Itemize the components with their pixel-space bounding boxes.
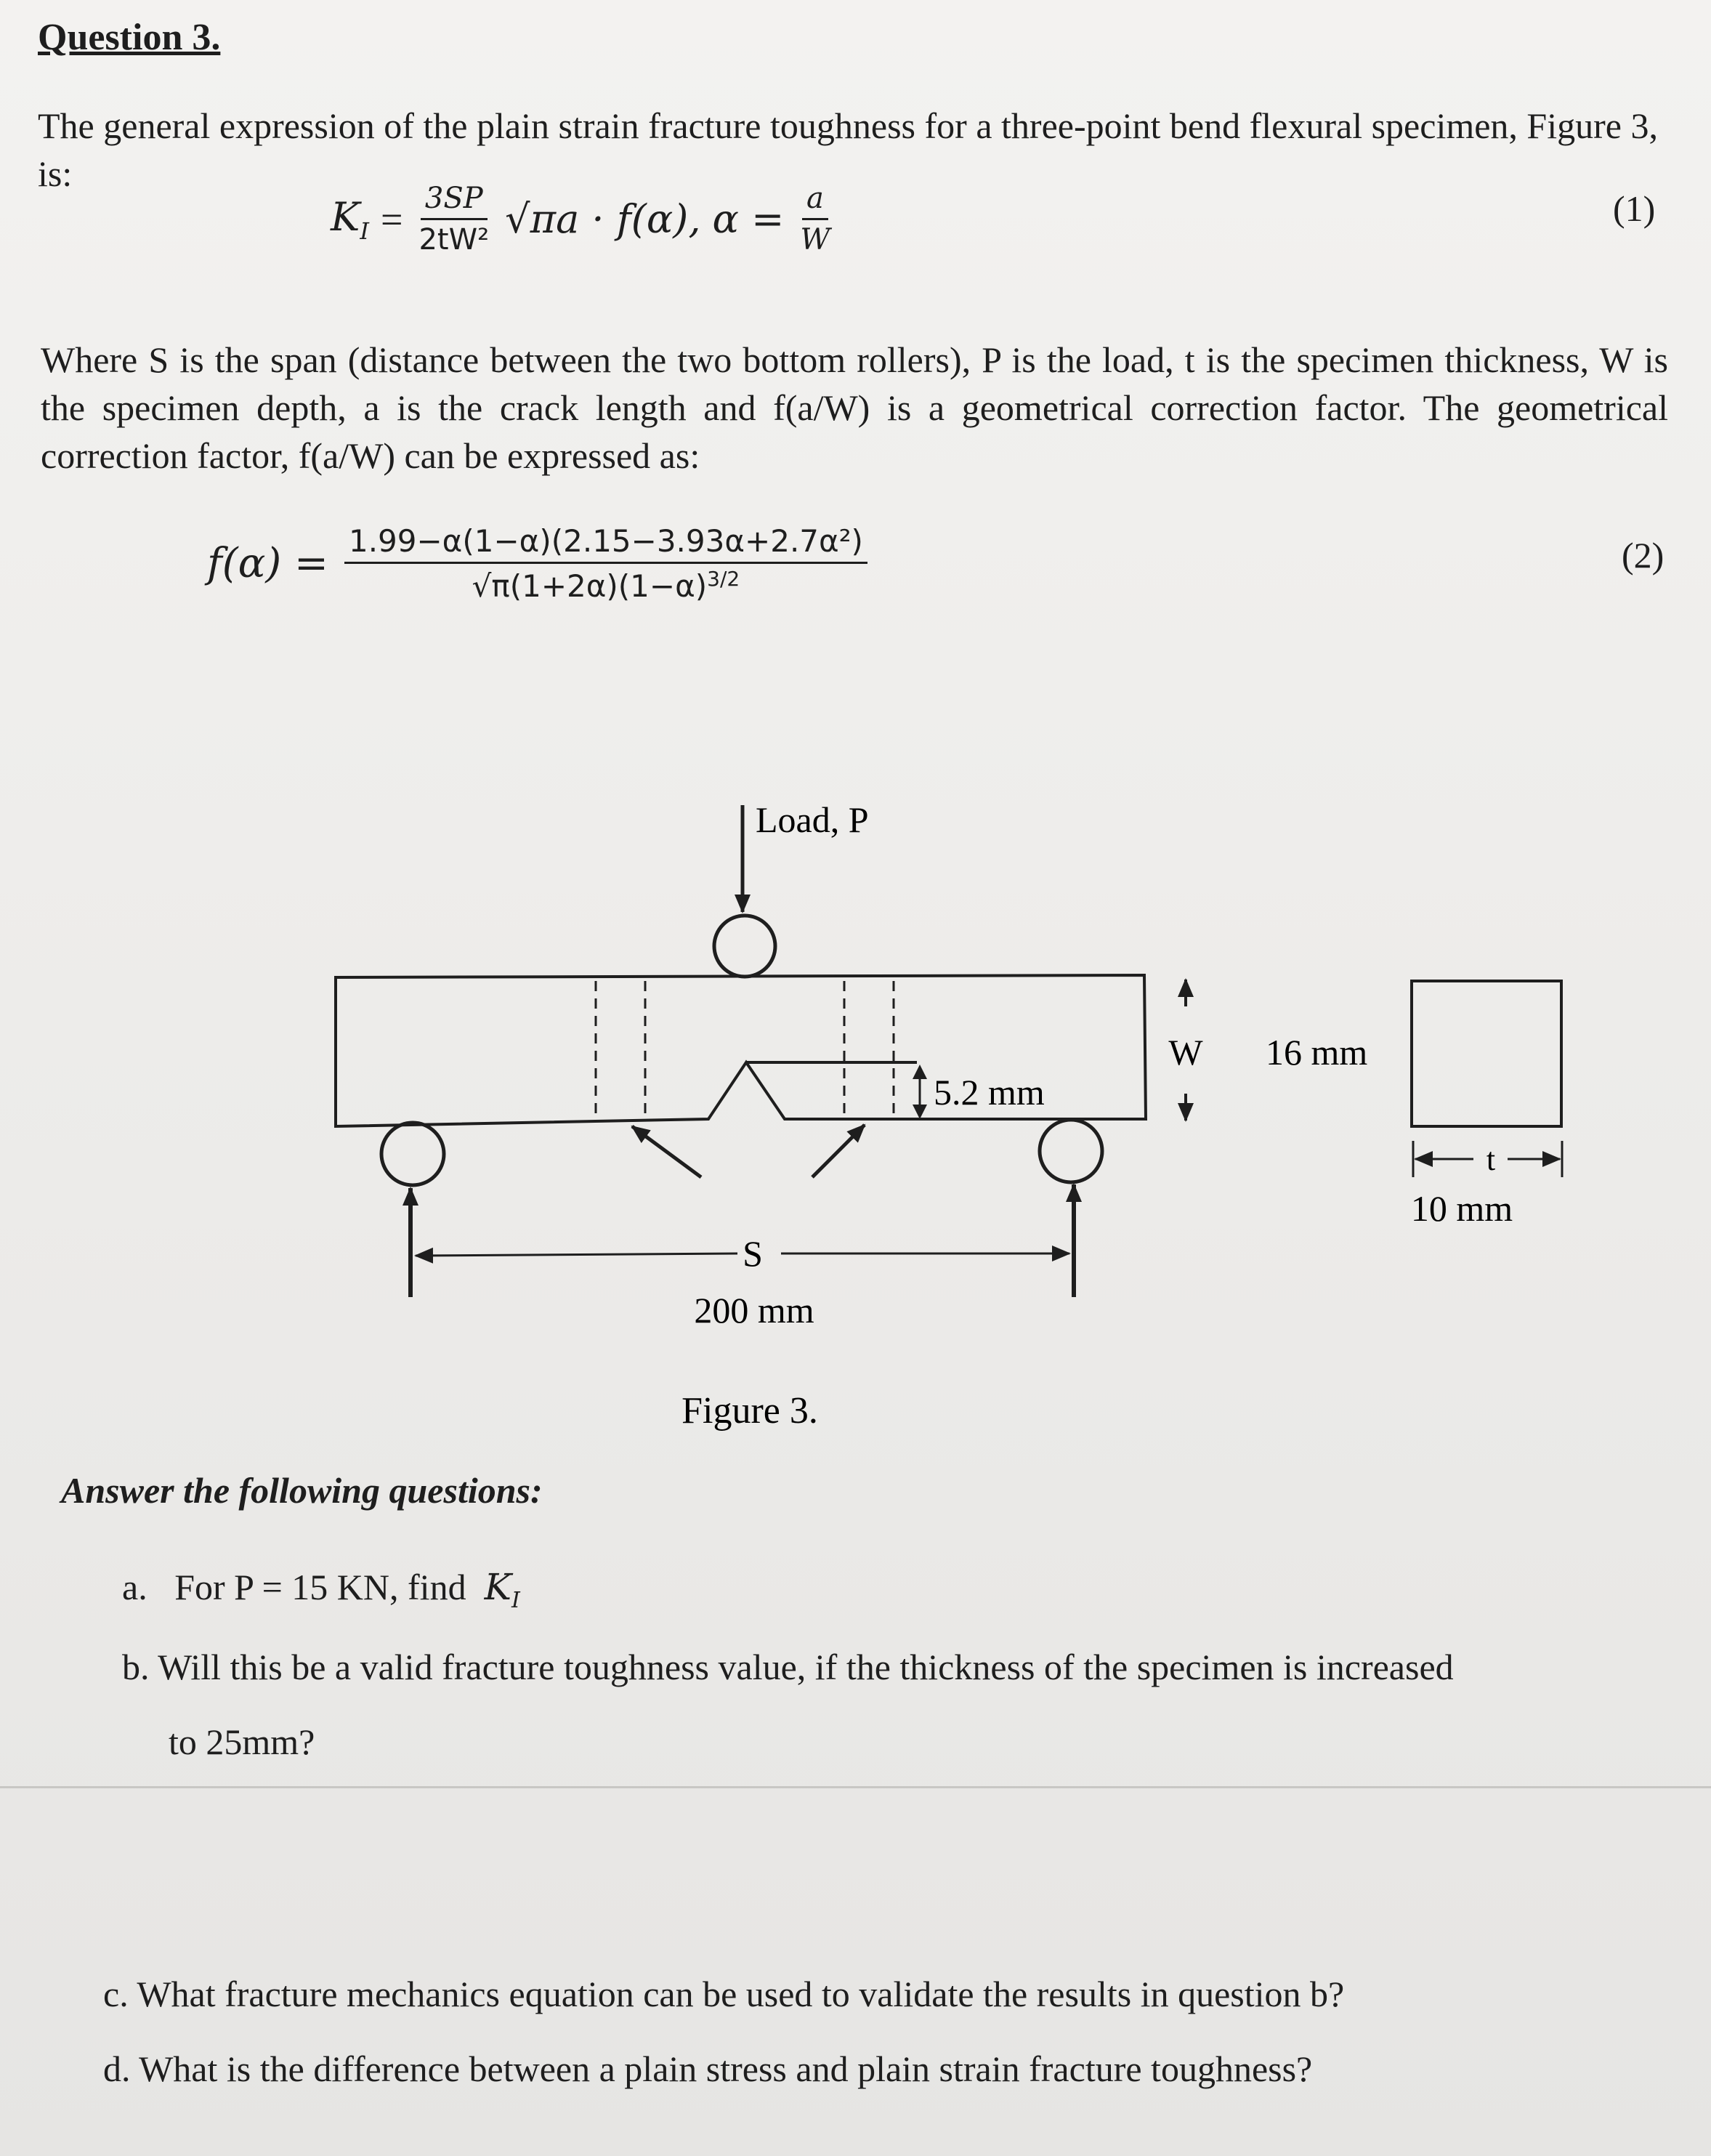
- eq1-equals: =: [380, 197, 403, 241]
- crack-depth-arrow-up: [913, 1065, 927, 1079]
- question-c-text: What fracture mechanics equation can be …: [137, 1974, 1345, 2014]
- eq2-exponent: 3/2: [707, 567, 740, 591]
- question-a-label: a.: [122, 1567, 147, 1607]
- intro-paragraph: The general expression of the plain stra…: [38, 105, 1658, 194]
- dashed-guides: [594, 981, 895, 1115]
- left-roller: [379, 1121, 446, 1187]
- definitions-paragraph: Where S is the span (distance between th…: [41, 339, 1668, 476]
- depth-symbol: W: [1168, 1032, 1203, 1073]
- crack-depth-label: 5.2 mm: [934, 1072, 1045, 1113]
- span-symbol: S: [743, 1233, 763, 1274]
- question-a-text: For P = 15 KN, find: [174, 1567, 466, 1607]
- eq1-alpha-num: a: [802, 182, 828, 220]
- question-c: c. What fracture mechanics equation can …: [103, 1973, 1344, 2015]
- question-b-text: Will this be a valid fracture toughness …: [158, 1647, 1454, 1687]
- equation-2-number: (2): [1622, 535, 1665, 576]
- question-b-continuation: to 25mm?: [169, 1721, 315, 1762]
- span-dimension-left: [414, 1247, 738, 1264]
- thickness-value: 10 mm: [1411, 1188, 1513, 1229]
- three-point-bend-figure: Load, P 5.2 mm S 200 mm: [334, 799, 1564, 1432]
- left-pointer-arrow: [631, 1124, 703, 1179]
- question-heading: Question 3.: [38, 17, 221, 58]
- eq2-lhs: f(α) =: [207, 540, 328, 587]
- right-pointer-arrow: [811, 1123, 866, 1179]
- equation-1: KI = 3SP 2tW² √πa · f(α), α = a W: [331, 182, 835, 257]
- question-a: a. For P = 15 KN, find KI: [122, 1566, 520, 1613]
- crack-depth-arrow-down: [913, 1105, 927, 1119]
- eq1-lhs: KI: [331, 193, 369, 245]
- eq1-alpha-fraction: a W: [796, 182, 834, 257]
- eq1-denominator: 2tW²: [418, 223, 490, 257]
- page-fold-divider: [0, 1786, 1711, 1788]
- question-b: b. Will this be a valid fracture toughne…: [122, 1646, 1454, 1688]
- depth-value: 16 mm: [1266, 1032, 1367, 1073]
- eq1-alpha-den: W: [800, 223, 830, 257]
- eq1-numerator: 3SP: [420, 182, 488, 220]
- span-value: 200 mm: [694, 1290, 814, 1331]
- right-roller: [1037, 1118, 1104, 1184]
- eq2-denominator: √π(1+2α)(1−α)3/2: [472, 567, 740, 604]
- top-roller: [712, 913, 777, 979]
- equation-2: f(α) = 1.99−α(1−α)(2.15−3.93α+2.7α²) √π(…: [207, 523, 867, 604]
- eq1-fraction: 3SP 2tW²: [414, 182, 493, 257]
- question-d-label: d.: [103, 2048, 131, 2089]
- question-d: d. What is the difference between a plai…: [103, 2048, 1312, 2090]
- thickness-symbol: t: [1486, 1142, 1495, 1177]
- equation-1-number: (1): [1613, 188, 1656, 229]
- question-a-symbol: KI: [484, 1566, 520, 1613]
- question-d-text: What is the difference between a plain s…: [139, 2048, 1313, 2089]
- eq2-fraction: 1.99−α(1−α)(2.15−3.93α+2.7α²) √π(1+2α)(1…: [344, 523, 867, 604]
- question-c-label: c.: [103, 1974, 129, 2014]
- eq2-numerator: 1.99−α(1−α)(2.15−3.93α+2.7α²): [344, 523, 867, 564]
- cross-section: [1410, 980, 1563, 1128]
- load-label: Load, P: [756, 799, 869, 840]
- answer-section-title: Answer the following questions:: [61, 1470, 543, 1511]
- eq1-root-term: √πa · f(α),: [505, 196, 701, 242]
- eq1-alpha: α =: [712, 196, 785, 242]
- figure-caption: Figure 3.: [681, 1390, 818, 1432]
- question-b-label: b.: [122, 1647, 150, 1687]
